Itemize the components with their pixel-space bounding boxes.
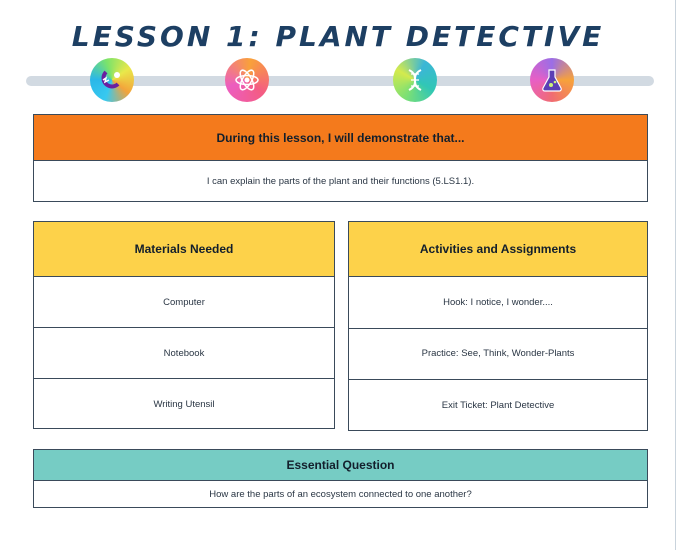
materials-item: Writing Utensil [153, 399, 215, 410]
essential-question-heading: Essential Question [34, 450, 647, 481]
atom-icon [225, 58, 269, 102]
activities-heading: Activities and Assignments [349, 222, 647, 277]
objective-text: I can explain the parts of the plant and… [206, 175, 475, 187]
materials-heading: Materials Needed [34, 222, 334, 277]
essential-question-text: How are the parts of an ecosystem connec… [209, 488, 472, 500]
flask-icon [530, 58, 574, 102]
page-title: LESSON 1: PLANT DETECTIVE [71, 20, 605, 53]
objective-box: During this lesson, I will demonstrate t… [33, 114, 648, 202]
activities-item: Hook: I notice, I wonder.... [349, 277, 647, 329]
objective-heading: During this lesson, I will demonstrate t… [34, 115, 647, 161]
activities-item: Practice: See, Think, Wonder-Plants [349, 329, 647, 380]
magnet-icon [90, 58, 134, 102]
essential-question-box: Essential Question How are the parts of … [33, 449, 648, 508]
activities-item: Exit Ticket: Plant Detective [441, 400, 555, 412]
materials-item: Computer [34, 277, 334, 328]
materials-box: Materials Needed Computer Notebook Writi… [33, 221, 335, 429]
materials-item: Notebook [34, 328, 334, 379]
activities-box: Activities and Assignments Hook: I notic… [348, 221, 648, 431]
dna-icon [393, 58, 437, 102]
progress-track [26, 76, 654, 86]
